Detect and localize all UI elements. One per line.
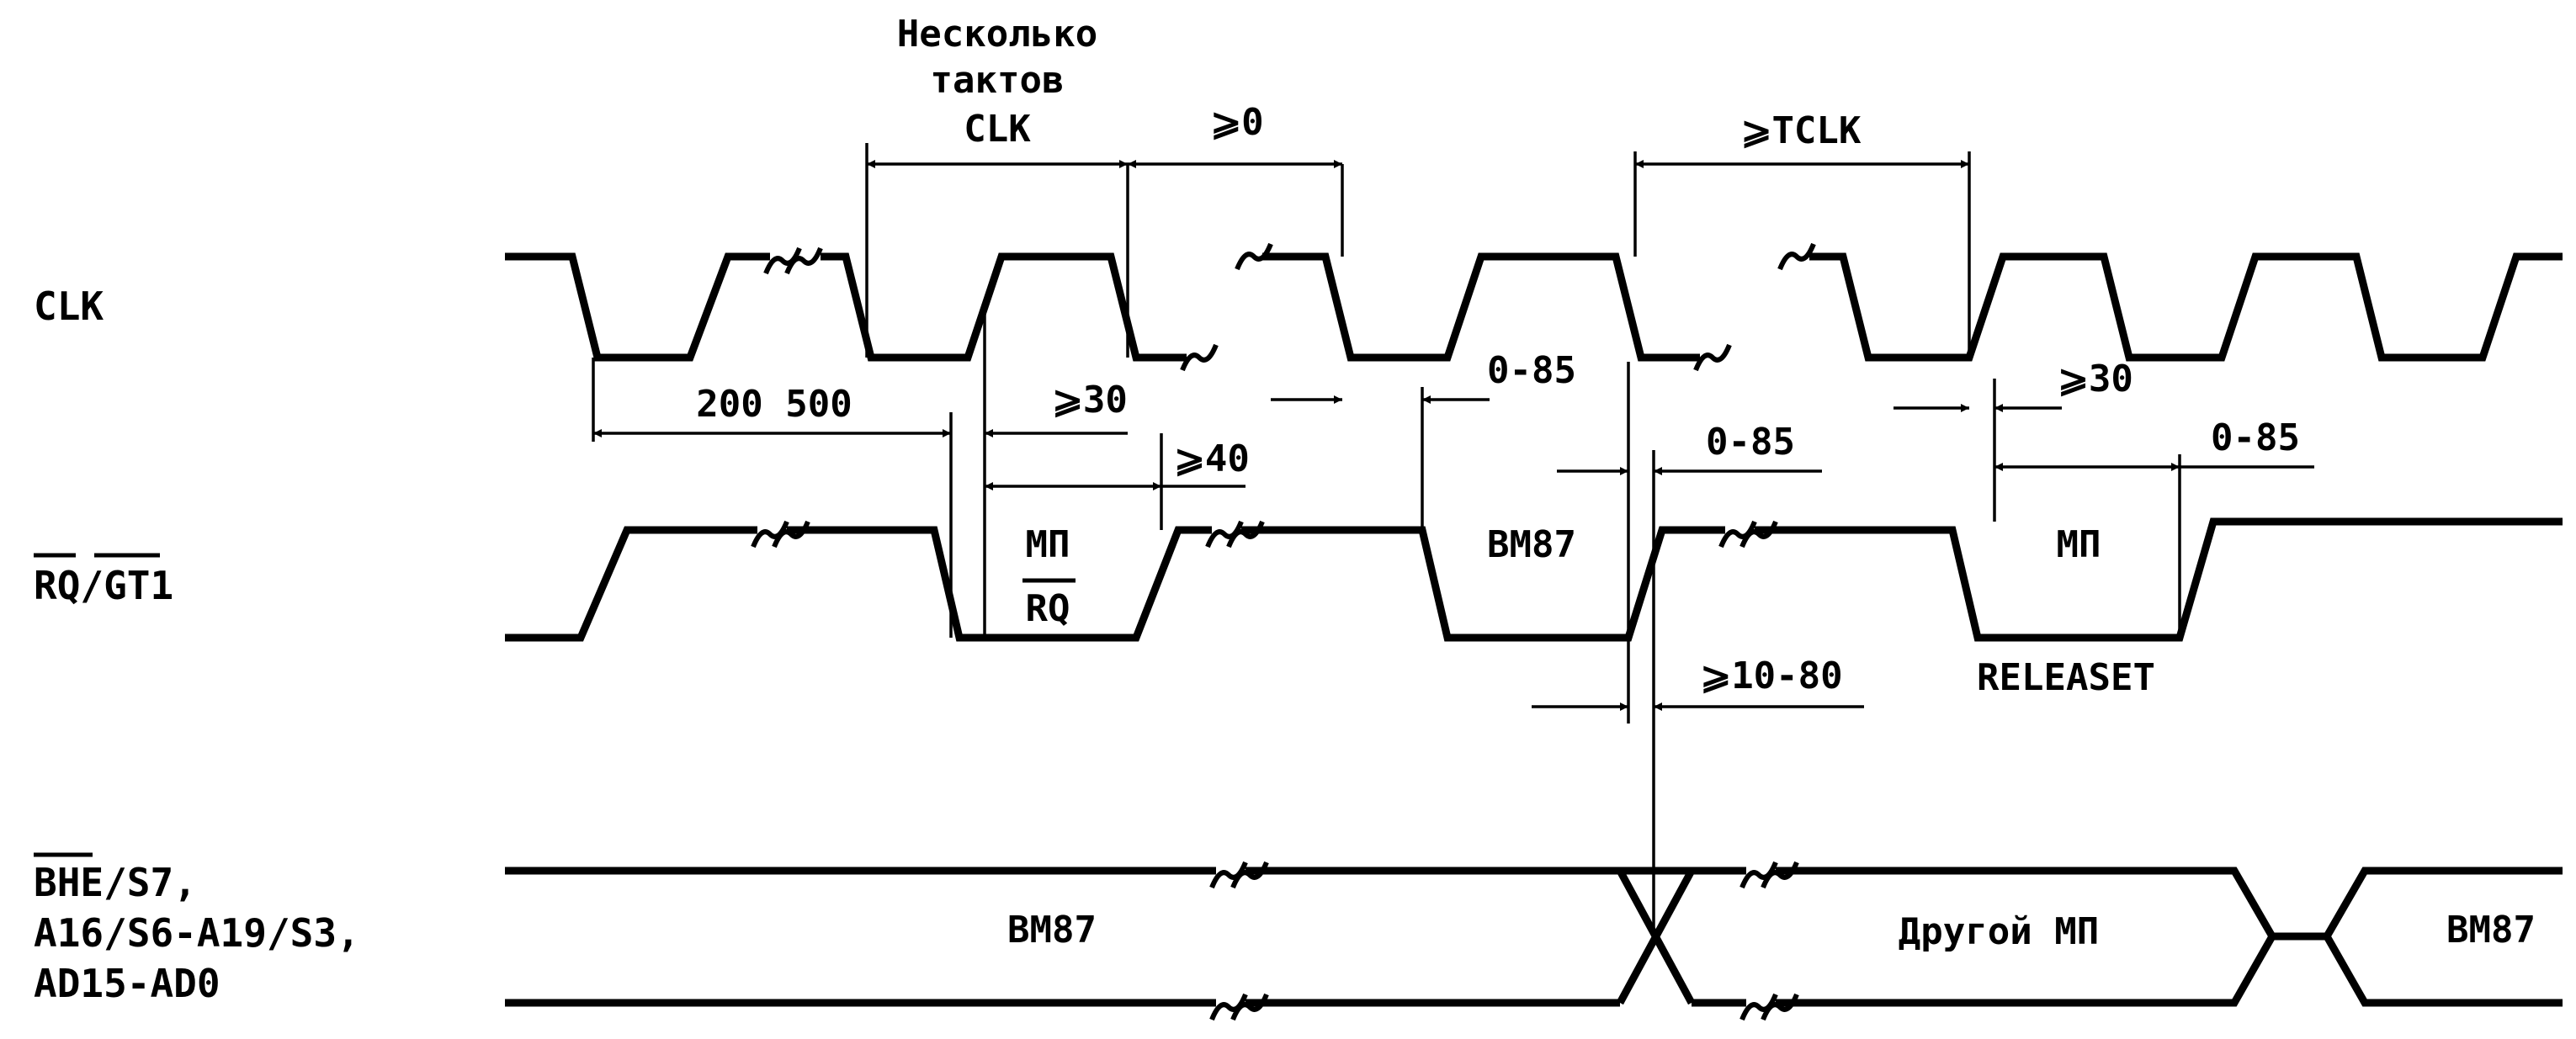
t085b-label: 0-85 xyxy=(1706,421,1795,464)
rq-label-releaset: RELEASET xyxy=(1977,656,2155,699)
clk-break-4 xyxy=(1693,343,1732,372)
signal-label-rqgt: RQ/GT1 xyxy=(34,563,173,608)
ge40-label: ⩾40 xyxy=(1174,437,1250,480)
rqgt-wave-segment-2 xyxy=(787,526,1212,642)
ge30a-label: ⩾30 xyxy=(1052,379,1128,421)
rqgt-wave-segment-1 xyxy=(505,526,757,642)
ge1080-label: ⩾10-80 xyxy=(1700,655,1842,697)
rqgt-break-2 xyxy=(1205,520,1265,549)
signal-label-bus-line3: AD15-AD0 xyxy=(34,961,220,1006)
t085c-label: 0-85 xyxy=(2211,416,2300,459)
clk-wave-segment-4 xyxy=(1809,252,2563,362)
bus-other-mp-top xyxy=(1776,867,2563,941)
several-label-line1: Несколько xyxy=(897,13,1097,56)
ge30b-label: ⩾30 xyxy=(2058,358,2133,400)
rq-label-vm87: ВМ87 xyxy=(1487,523,1576,566)
rq-label-mp: МП xyxy=(1026,523,1070,566)
clk-wave-segment-1 xyxy=(505,252,770,362)
rqgt-break-1 xyxy=(751,520,810,549)
bus-label-other-mp: Другой МП xyxy=(1899,910,2099,953)
ge0-label: ⩾0 xyxy=(1210,101,1263,144)
tclk-label: ⩾TCLK xyxy=(1741,109,1862,152)
signal-label-bus-line1: BHE/S7, xyxy=(34,860,197,905)
rqgt-wave-segment-3 xyxy=(1241,526,1725,642)
bus-break-right-top xyxy=(1739,861,1799,889)
bus-label-vm87-left: ВМ87 xyxy=(1007,909,1097,952)
bus-break-right-bottom xyxy=(1739,993,1799,1021)
clk-break-5 xyxy=(1777,242,1816,271)
bus-other-mp-bottom xyxy=(1776,932,2563,1007)
bus-break-left-bottom xyxy=(1209,993,1269,1021)
t085a-label: 0-85 xyxy=(1487,349,1576,392)
clk-wave-segment-2 xyxy=(821,252,1187,362)
bus-cross-2 xyxy=(1617,868,1695,1005)
bus-break-left-top xyxy=(1209,861,1269,889)
clk-break-2 xyxy=(1180,343,1219,372)
rq-label-mp-2: МП xyxy=(2057,523,2101,566)
signal-label-clk: CLK xyxy=(34,284,104,329)
several-label-line2: тактов xyxy=(931,59,1065,102)
rq-label-rq: RQ xyxy=(1026,587,1070,630)
several-label-line3: CLK xyxy=(964,108,1031,151)
rqgt-wave-segment-4 xyxy=(1755,517,2563,642)
clk-break-1 xyxy=(763,246,823,275)
rqgt-break-3 xyxy=(1718,520,1778,549)
clk-wave-segment-3 xyxy=(1262,252,1700,362)
signal-label-bus-line2: A16/S6-A19/S3, xyxy=(34,910,360,956)
bus-label-vm87-right: ВМ87 xyxy=(2446,909,2536,952)
t200-label: 200 500 xyxy=(696,383,852,426)
